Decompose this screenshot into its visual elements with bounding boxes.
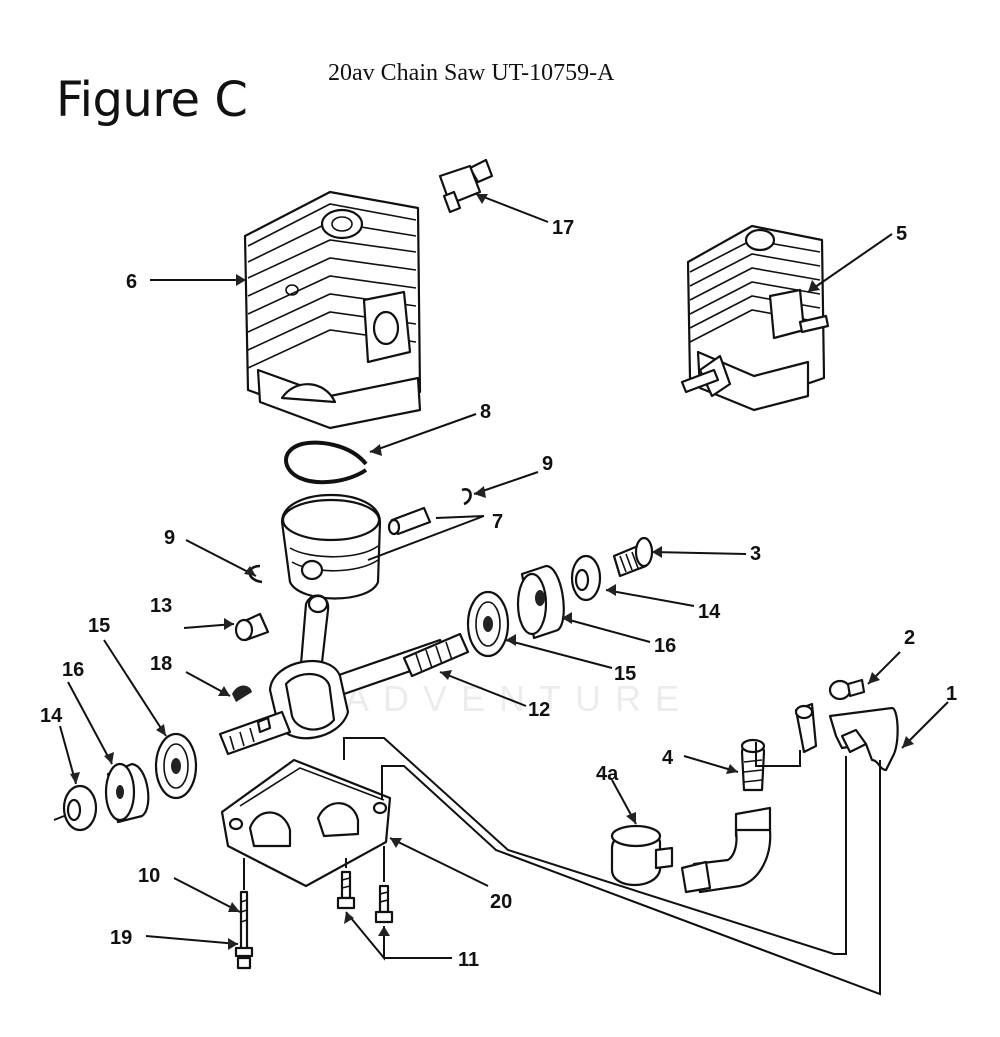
callout-10: 10 [138, 865, 160, 887]
figure-label: Figure C [56, 72, 248, 128]
callout-17: 17 [552, 217, 574, 239]
callout-15-right: 15 [614, 663, 636, 685]
callout-14-right: 14 [698, 601, 721, 623]
bracket-part [794, 702, 899, 772]
page-title: 20av Chain Saw UT-10759-A [328, 60, 615, 86]
piston-part [280, 493, 382, 600]
callout-13: 13 [150, 595, 172, 617]
spark-plug-part [438, 158, 494, 214]
main-bearing-right-part [466, 590, 510, 658]
leader-lines [59, 193, 949, 961]
screw-part [612, 536, 654, 578]
callout-2: 2 [904, 627, 915, 649]
cylinder-part [243, 190, 422, 430]
washer-right-part [570, 554, 602, 602]
callout-9-left: 9 [164, 527, 175, 549]
callout-18: 18 [150, 653, 172, 675]
fitting-part [734, 738, 772, 838]
callout-5: 5 [896, 223, 907, 245]
callout-9-right: 9 [542, 453, 553, 475]
callout-16-right: 16 [654, 635, 676, 657]
washer-left-part [53, 784, 98, 832]
callout-3: 3 [750, 543, 761, 565]
bolt-2-part [828, 678, 866, 701]
watermark: ADVENTURE [345, 678, 694, 719]
needle-bearing-part [234, 612, 270, 642]
woodruff-key-part [232, 685, 252, 702]
short-bolt-right-part [374, 884, 394, 924]
grommet-part [610, 824, 674, 887]
bracket-lines [243, 737, 881, 996]
callout-15-left: 15 [88, 615, 110, 637]
callout-1: 1 [946, 683, 957, 705]
callout-6: 6 [126, 271, 137, 293]
crankshaft-part [218, 594, 470, 756]
callout-7: 7 [492, 511, 503, 533]
circlip-right-part [461, 488, 472, 506]
callout-labels: 17 6 5 8 9 7 9 3 14 13 15 16 2 16 15 18 … [40, 217, 957, 971]
crankcase-part [220, 758, 392, 888]
oil-seal-right-part [516, 564, 565, 640]
callout-4a: 4a [596, 763, 619, 785]
callout-14-left: 14 [40, 705, 63, 727]
callout-8: 8 [480, 401, 491, 423]
callout-19: 19 [110, 927, 132, 949]
short-bolt-left-part [336, 870, 356, 910]
callout-11: 11 [458, 949, 479, 971]
piston-ring-part [284, 440, 368, 485]
oil-seal-left-part [104, 762, 150, 824]
engine-assembly-part [680, 224, 830, 412]
callout-12: 12 [528, 699, 550, 721]
callout-20: 20 [490, 891, 512, 913]
callout-16-left: 16 [62, 659, 84, 681]
long-bolt-part [234, 890, 254, 970]
main-bearing-left-part [154, 732, 198, 800]
piston-pin-part [387, 506, 432, 536]
impulse-hose-part [680, 828, 772, 894]
callout-4: 4 [662, 747, 674, 769]
